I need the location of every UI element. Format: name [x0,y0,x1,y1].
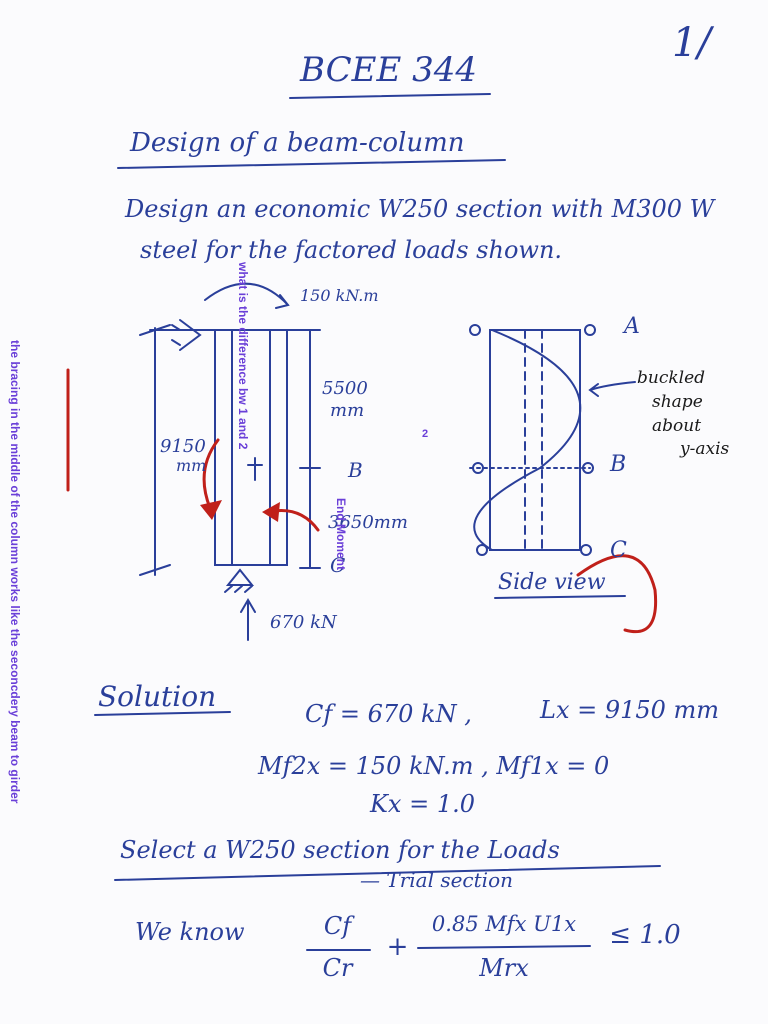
side-point-c: C [610,538,627,563]
side-view-label: Side view [498,570,606,595]
side-view-column [489,329,581,551]
axial-load-arrow [240,598,256,641]
column-outline [214,329,288,566]
small-number-note: 2 [422,428,429,440]
buckled-note-3: about [652,416,702,436]
page-heading: Design of a beam-column [130,128,465,158]
point-b-label: B [348,458,363,482]
center-vertical-note: what is the difference bw 1 and 2 [236,262,250,450]
we-know-label: We know [135,918,245,946]
buckled-note-2: shape [652,392,703,412]
problem-line-1: Design an economic W250 section with M30… [125,195,715,223]
buckled-arrow [588,381,636,397]
moment-label: 150 kN.m [300,286,379,305]
formula-plus: + [386,932,409,962]
solution-line-1-left: Cf = 670 kN , [305,700,472,728]
buckled-shape [473,329,582,551]
side-point-a: A [624,314,640,339]
point-c-label: C [330,553,346,577]
formula-den1: Cr [322,954,353,982]
total-span-unit: mm [176,456,207,475]
bottom-support [224,568,255,593]
moment-arrow [204,282,290,309]
page-number: 1/ [672,20,711,66]
select-heading: Select a W250 section for the Loads [120,836,560,864]
side-point-b: B [610,452,627,477]
buckled-note-4: y-axis [680,439,730,459]
course-underline [289,93,491,99]
title-underline [117,159,506,169]
solution-heading: Solution [98,680,217,713]
end-moment-note: End Moment [334,498,348,570]
course-title: BCEE 344 [300,50,477,90]
axial-load-label: 670 kN [270,612,337,633]
solution-line-1-right: Lx = 9150 mm [540,696,720,724]
upper-span-unit: mm [330,400,365,421]
formula-num2: 0.85 Mfx U1x [431,912,577,936]
formula-num1: Cf [323,912,352,940]
top-support [171,319,202,351]
buckled-note-1: buckled [637,368,706,388]
problem-line-2: steel for the factored loads shown. [140,236,563,264]
formula-rhs: ≤ 1.0 [609,920,681,950]
formula-den2: Mrx [479,954,529,982]
red-circle-view [576,554,658,633]
total-span-label: 9150 [160,436,206,457]
solution-line-3: Kx = 1.0 [370,790,475,818]
trial-section: — Trial section [360,868,513,892]
left-vertical-note: the bracing in the middle of the column … [8,340,22,804]
red-arrow-left [202,438,220,510]
solution-line-2: Mf2x = 150 kN.m , Mf1x = 0 [258,752,610,780]
upper-span-label: 5500 [322,378,368,399]
lower-span-label: 3650mm [328,512,408,533]
